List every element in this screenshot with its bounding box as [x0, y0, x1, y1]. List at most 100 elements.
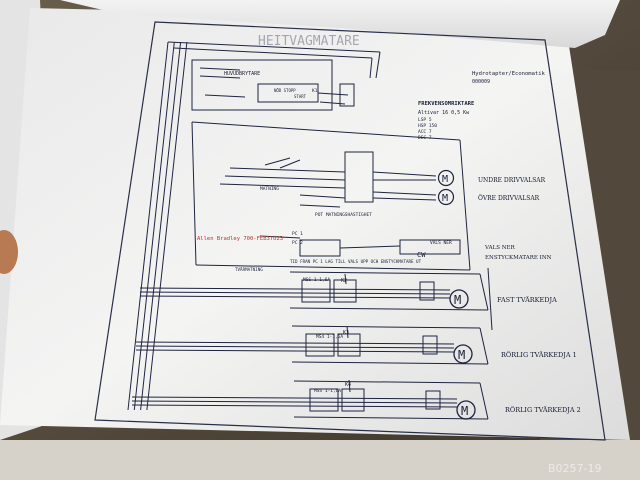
cross-feed-label: TVÄRMATNING [235, 267, 263, 272]
finger [0, 230, 18, 274]
wire [229, 167, 346, 173]
component-box [301, 279, 331, 303]
wire [264, 157, 291, 166]
wire [487, 267, 493, 331]
top-page-curl [60, 0, 620, 48]
wire [479, 273, 489, 311]
schematic-page [0, 8, 630, 440]
motor-circle [453, 344, 473, 364]
breaker-1-label: MSS 1-1,6A [303, 277, 330, 283]
component-box [419, 281, 435, 301]
wire [299, 194, 346, 199]
pc1-label: PC 1 [292, 231, 303, 237]
wire [195, 264, 471, 271]
wire [319, 101, 346, 105]
component-box [191, 59, 333, 111]
motor-circle [437, 188, 455, 206]
wire [348, 379, 351, 393]
motor-symbol: M [454, 293, 461, 307]
component-box [339, 83, 355, 107]
wire [139, 291, 451, 295]
wire [339, 245, 401, 249]
wire [131, 404, 458, 408]
motor-upper-roll: M [437, 188, 455, 206]
wire [291, 361, 489, 365]
wire [372, 197, 437, 201]
motor-fixed-chain: M [449, 289, 469, 309]
wire [259, 235, 301, 239]
drawing-border [94, 21, 606, 441]
component-box [425, 390, 441, 410]
plc-note: Allen Bradley 700-FEB3TU23 [197, 236, 283, 242]
motor-symbol: M [442, 174, 448, 185]
motor-symbol: M [458, 348, 465, 362]
wire [191, 121, 197, 266]
component-box [333, 279, 357, 303]
wire [127, 41, 169, 411]
title-text: HEITVAGMATARE [258, 34, 360, 49]
cw-label: CW [417, 251, 426, 259]
wire [199, 67, 241, 71]
label-rolls-down: VALS NER [484, 245, 516, 251]
wire [289, 307, 489, 311]
wire [173, 47, 373, 59]
wire [135, 349, 455, 353]
breaker-2-label: MS4 1-1,6A [316, 334, 343, 340]
wire [372, 171, 437, 177]
component-box [305, 333, 335, 357]
label-moving-chain-1: RÖRLIG TVÄRKEDJA 1 [501, 350, 577, 359]
wire [375, 51, 381, 79]
wire [139, 287, 451, 291]
table-surface [0, 440, 640, 480]
wire [289, 271, 481, 275]
wire [459, 139, 471, 271]
wire [317, 92, 349, 96]
wire [279, 159, 301, 169]
label-lower-roll: UNDRE DRIVVALSAR [478, 177, 546, 184]
company-text: Hydrotapter/Economatik [472, 71, 546, 77]
feed-label: MATNING [260, 186, 279, 192]
reverse-label: VALS NER [430, 240, 452, 246]
label-moving-chain-2: RÖRLIG TVÄRKEDJA 2 [505, 405, 581, 414]
motor-circle [449, 289, 469, 309]
inverter-param-1: LSP 5 [418, 117, 432, 123]
wire [299, 204, 341, 208]
relay-k4-label: K4 [345, 382, 351, 388]
component-box [337, 333, 361, 357]
inverter-param-2: HSP 150 [418, 123, 437, 129]
wire [372, 191, 437, 196]
label-upper-roll: ÖVRE DRIVVALSAR [478, 195, 540, 202]
relay-k3-label: K3 [343, 330, 349, 336]
start-label: START [294, 94, 307, 99]
wire [167, 41, 381, 53]
pc2-label: PC 2 [292, 240, 303, 246]
wire [479, 382, 489, 420]
watermark: B0257-19 [548, 462, 602, 475]
inverter-param-4: DEC 7 [418, 135, 432, 141]
inverter-param-3: ACC 7 [418, 129, 432, 135]
pot-label: POT MATNINGSHASTIGHET [315, 212, 372, 218]
wiring [127, 41, 493, 420]
motor-symbol: M [442, 193, 448, 204]
wire [293, 380, 481, 384]
wire [199, 75, 241, 79]
wire [479, 327, 489, 365]
motor-moving-chain-2: M [456, 400, 476, 420]
label-fixed-chain: FAST TVÄRKEDJA [497, 295, 557, 304]
wire [131, 400, 458, 404]
wire [346, 325, 349, 339]
wire [344, 273, 347, 285]
component-box [341, 388, 365, 412]
doc-number: 000009 [472, 79, 490, 85]
wire [140, 41, 182, 411]
wire [369, 57, 373, 79]
motor-symbol: M [461, 404, 468, 418]
inverter-title: FREKVENSOMRIKTARE [418, 101, 474, 107]
component-box [399, 239, 461, 255]
motor-moving-chain-1: M [453, 344, 473, 364]
wire [224, 175, 346, 181]
timer-note: TID FRAN PC 1 LAG TILL VALS UPP OCH ENST… [290, 259, 422, 264]
wire [293, 416, 489, 420]
wire [204, 94, 246, 98]
